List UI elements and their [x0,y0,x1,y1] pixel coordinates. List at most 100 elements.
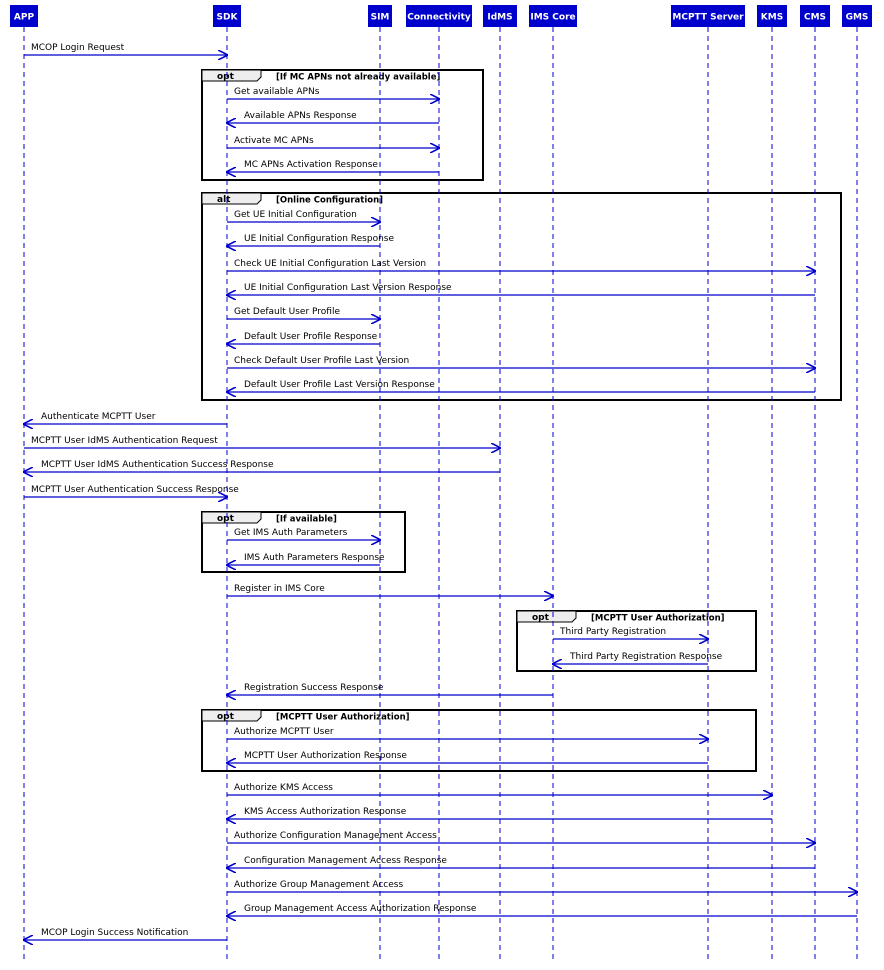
fragment-tab [201,511,262,524]
message-label: KMS Access Authorization Response [244,807,407,817]
message-32: MCOP Login Success Notification [24,928,227,940]
message-label: Authorize MCPTT User [234,727,334,737]
message-label: Get Default User Profile [234,307,340,317]
participant-kms: KMS [757,5,787,27]
fragment-condition: [MCPTT User Authorization] [276,713,410,723]
fragment-tab [201,69,262,82]
message-label: Third Party Registration [559,627,666,637]
fragment-tab [516,610,577,623]
participant-box [368,5,392,27]
message-21: Third Party Registration [553,627,708,639]
message-17: MCPTT User Authentication Success Respon… [24,485,239,497]
fragment-tab [201,192,262,205]
message-1: MCOP Login Request [24,43,227,55]
fragment-condition: [Online Configuration] [276,196,383,206]
message-22: Third Party Registration Response [553,652,723,664]
fragment-frame [516,610,757,672]
message-label: UE Initial Configuration Last Version Re… [244,283,452,293]
participant-box [800,5,830,27]
message-label: MCOP Login Success Notification [41,928,188,938]
message-26: Authorize KMS Access [227,783,772,795]
message-label: Third Party Registration Response [569,652,723,662]
participant-box [529,5,577,27]
message-12: Check Default User Profile Last Version [227,356,815,368]
participant-box [842,5,872,27]
participant-mcpttserver: MCPTT Server [671,5,745,27]
message-16: MCPTT User IdMS Authentication Success R… [24,460,500,472]
message-label: Authorize KMS Access [234,783,333,793]
message-label: MCPTT User Authorization Response [244,751,407,761]
participant-box [213,5,241,27]
fragment-condition: [If MC APNs not already available] [276,73,440,83]
fragment-frame [201,69,484,181]
message-label: IMS Auth Parameters Response [244,553,385,563]
message-label: Configuration Management Access Response [244,856,447,866]
participant-label: SDK [217,13,239,23]
message-label: Get IMS Auth Parameters [234,528,348,538]
message-label: MC APNs Activation Response [244,160,378,170]
message-15: MCPTT User IdMS Authentication Request [24,436,500,448]
message-6: Get UE Initial Configuration [227,210,380,222]
message-label: Authorize Configuration Management Acces… [234,831,437,841]
fragment-frame [201,709,757,772]
fragment-frame [201,192,842,401]
participant-connectivity: Connectivity [406,5,472,27]
lifelines-layer [23,27,858,962]
fragment-opt: opt[If available] [201,511,406,573]
participant-idms: IdMS [483,5,517,27]
participant-label: IdMS [487,13,512,23]
participant-box [483,5,517,27]
message-9: UE Initial Configuration Last Version Re… [227,283,815,295]
message-4: Activate MC APNs [227,136,439,148]
message-24: Authorize MCPTT User [227,727,708,739]
fragment-condition: [MCPTT User Authorization] [591,614,725,624]
message-3: Available APNs Response [227,111,439,123]
participant-box [757,5,787,27]
message-label: Authenticate MCPTT User [41,412,156,422]
participant-label: CMS [804,13,826,23]
message-23: Registration Success Response [227,683,553,695]
message-14: Authenticate MCPTT User [24,412,227,424]
fragment-condition: [If available] [276,515,337,525]
participant-label: KMS [761,13,783,23]
message-label: Check UE Initial Configuration Last Vers… [234,259,426,269]
fragment-keyword: opt [217,712,235,722]
participant-box [671,5,745,27]
message-8: Check UE Initial Configuration Last Vers… [227,259,815,271]
fragment-keyword: opt [217,72,235,82]
message-label: Group Management Access Authorization Re… [244,904,477,914]
message-label: Registration Success Response [244,683,384,693]
message-30: Authorize Group Management Access [227,880,857,892]
participant-imscore: IMS Core [529,5,577,27]
fragment-keyword: opt [532,613,550,623]
message-label: Register in IMS Core [234,584,325,594]
message-label: UE Initial Configuration Response [244,234,394,244]
message-label: MCPTT User IdMS Authentication Request [31,436,218,446]
fragment-alt: alt[Online Configuration] [201,192,842,401]
message-2: Get available APNs [227,87,439,99]
message-11: Default User Profile Response [227,332,380,344]
message-label: MCOP Login Request [31,43,125,53]
message-label: Activate MC APNs [234,136,314,146]
message-label: Check Default User Profile Last Version [234,356,409,366]
participant-app: APP [10,5,38,27]
participant-label: APP [14,13,35,23]
participant-label: Connectivity [407,13,471,23]
participant-label: IMS Core [530,13,575,23]
participant-gms: GMS [842,5,872,27]
fragment-opt: opt [If MC APNs not already available] [201,69,484,181]
fragment-opt: opt [MCPTT User Authorization] [516,610,757,672]
fragments-layer: opt [If MC APNs not already available] alt… [201,69,842,772]
message-29: Configuration Management Access Response [227,856,815,868]
message-label: MCPTT User Authentication Success Respon… [31,485,239,495]
message-label: Get UE Initial Configuration [234,210,357,220]
message-label: Authorize Group Management Access [234,880,403,890]
message-label: MCPTT User IdMS Authentication Success R… [41,460,274,470]
message-label: Available APNs Response [244,111,357,121]
participant-box [10,5,38,27]
message-19: IMS Auth Parameters Response [227,553,385,565]
message-13: Default User Profile Last Version Respon… [227,380,815,392]
message-5: MC APNs Activation Response [227,160,439,172]
